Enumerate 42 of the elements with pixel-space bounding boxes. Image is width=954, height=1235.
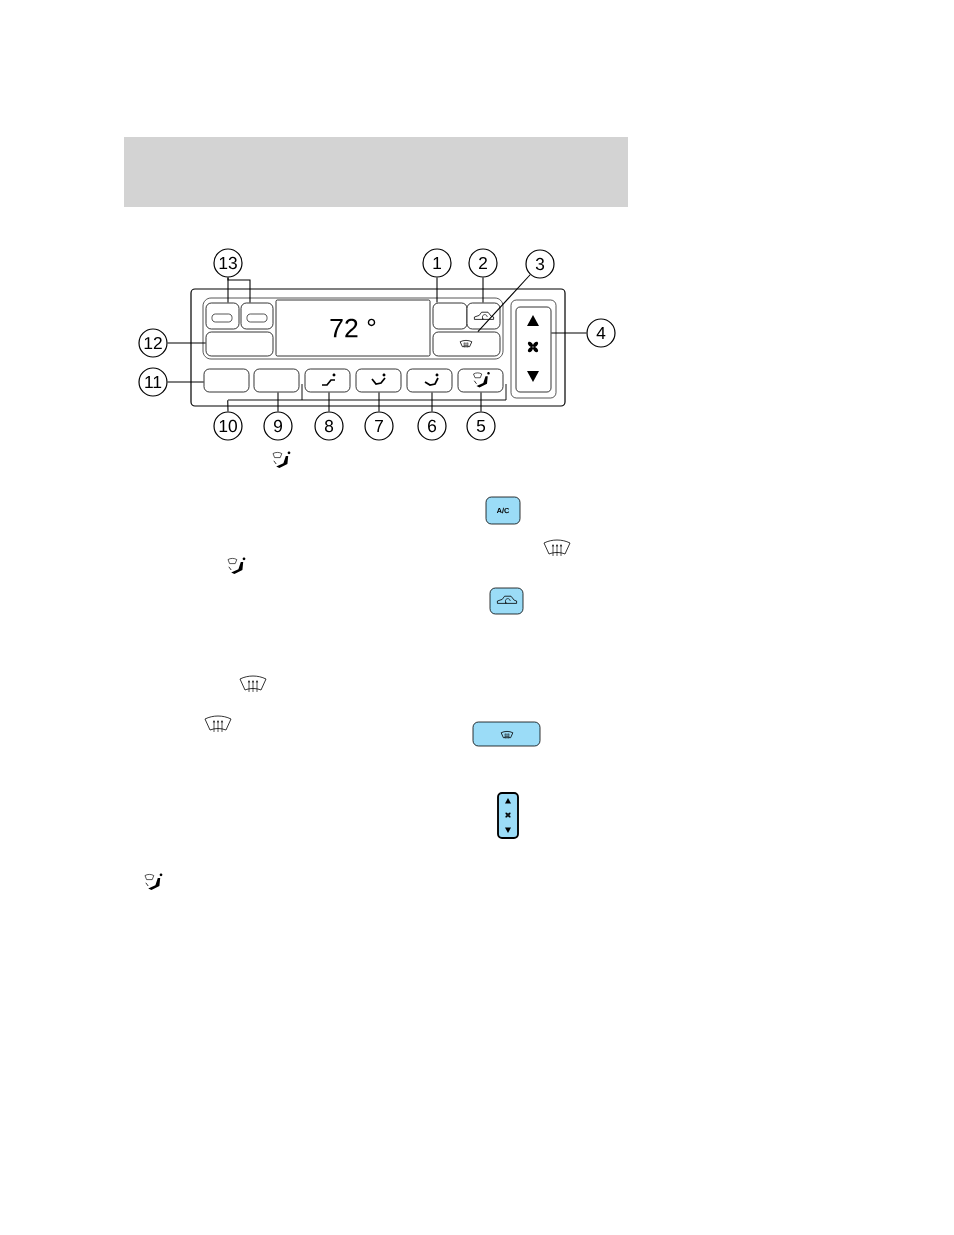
- callout-number: 7: [364, 411, 394, 441]
- control-button: [457, 368, 504, 393]
- leader-line: [550, 332, 587, 334]
- callout-number: 9: [263, 411, 293, 441]
- control-button: [355, 368, 402, 393]
- bracket: [227, 383, 507, 401]
- leader-line: [328, 391, 330, 412]
- control-button: [253, 368, 300, 393]
- callout-number: 6: [417, 411, 447, 441]
- leader-line: [167, 381, 205, 383]
- control-button: [406, 368, 453, 393]
- temperature-display: 72 °: [275, 299, 431, 357]
- leader-line: [482, 277, 484, 304]
- callout-number: 8: [314, 411, 344, 441]
- leader-line: [477, 274, 531, 333]
- control-button: [472, 721, 541, 747]
- callout-number: 2: [468, 248, 498, 278]
- leader-line: [480, 391, 482, 412]
- control-button: [205, 331, 274, 357]
- leader-line: [227, 399, 229, 412]
- callout-number: 3: [525, 249, 555, 279]
- callout-number: 4: [586, 318, 616, 348]
- leader-line: [277, 391, 279, 412]
- leader-line: [378, 391, 380, 412]
- control-button: [432, 331, 501, 357]
- leader-line: [227, 277, 251, 304]
- fan-speed-control: [497, 792, 519, 839]
- control-button: [489, 587, 524, 615]
- control-button: [205, 302, 240, 330]
- leader-line: [431, 391, 433, 412]
- leader-line: [167, 342, 207, 344]
- control-button: [203, 368, 250, 393]
- fan-speed-control: [515, 306, 552, 393]
- callout-number: 11: [138, 367, 168, 397]
- callout-number: 1: [422, 248, 452, 278]
- control-button: [304, 368, 351, 393]
- control-button: [432, 302, 468, 330]
- callout-number: 5: [466, 411, 496, 441]
- callout-number: 13: [213, 248, 243, 278]
- leader-line: [436, 277, 438, 304]
- callout-number: 12: [138, 328, 168, 358]
- callout-number: 10: [213, 411, 243, 441]
